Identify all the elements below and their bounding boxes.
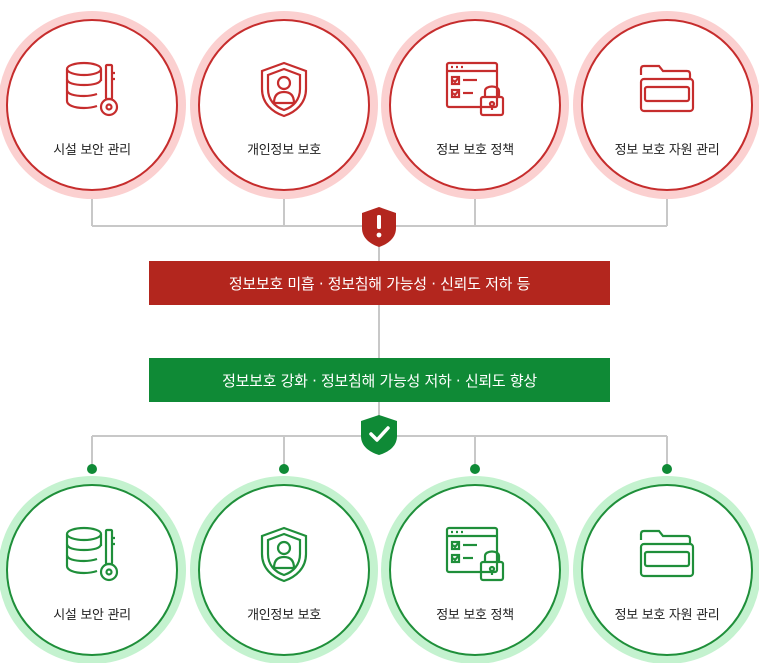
positive-banner: 정보보호 강화 · 정보침해 가능성 저하 · 신뢰도 향상 [149,358,610,402]
database-key-icon [65,61,119,117]
bottom-card-privacy: 개인정보 보호 [198,484,370,656]
bottom-card-label: 개인정보 보호 [247,608,321,623]
shield-user-icon [260,526,308,583]
bottom-card-label: 정보 보호 자원 관리 [614,608,720,623]
checklist-lock-icon [445,526,505,582]
top-card-label: 시설 보안 관리 [53,143,131,158]
warning-shield-icon [362,207,396,247]
top-card-policy: 정보 보호 정책 [389,19,561,191]
warning-banner-text: 정보보호 미흡 · 정보침해 가능성 · 신뢰도 저하 등 [228,274,531,293]
top-card-privacy: 개인정보 보호 [198,19,370,191]
top-card-resources: 정보 보호 자원 관리 [581,19,753,191]
shield-user-icon [260,61,308,118]
top-card-label: 개인정보 보호 [247,143,321,158]
check-shield-icon [361,415,397,455]
bottom-card-facility-security: 시설 보안 관리 [6,484,178,656]
bottom-card-resources: 정보 보호 자원 관리 [581,484,753,656]
database-key-icon [65,526,119,582]
bottom-card-label: 정보 보호 정책 [436,608,514,623]
bottom-card-policy: 정보 보호 정책 [389,484,561,656]
top-card-facility-security: 시설 보안 관리 [6,19,178,191]
checklist-lock-icon [445,61,505,117]
folder-password-icon [639,64,695,113]
warning-banner: 정보보호 미흡 · 정보침해 가능성 · 신뢰도 저하 등 [149,261,610,305]
top-card-label: 정보 보호 정책 [436,143,514,158]
top-card-label: 정보 보호 자원 관리 [614,143,720,158]
bottom-card-label: 시설 보안 관리 [53,608,131,623]
positive-banner-text: 정보보호 강화 · 정보침해 가능성 저하 · 신뢰도 향상 [222,371,537,390]
folder-password-icon [639,529,695,578]
